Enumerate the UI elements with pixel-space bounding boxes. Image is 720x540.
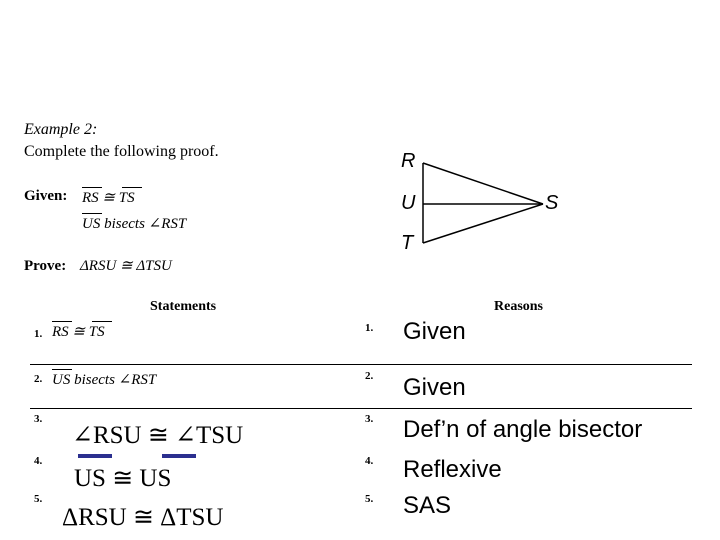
given-rs-overline <box>82 187 102 188</box>
example-title: Example 2: <box>24 121 98 138</box>
reason-number-3: 3. <box>365 413 374 425</box>
statement-3: ∠RSU ≅ ∠TSU <box>72 422 244 449</box>
reason-5: SAS <box>403 492 452 519</box>
example-instruction: Complete the following proof. <box>24 143 219 160</box>
point-label-t: T <box>401 232 414 254</box>
prove-label: Prove: <box>24 258 67 274</box>
segment-rs <box>422 162 544 205</box>
reason-4: Reflexive <box>403 456 502 483</box>
stmt4-us-bar-mark-right <box>162 454 196 458</box>
stmt4-us-bar-mark-left <box>78 454 112 458</box>
given-statement-1: RS ≅ TS <box>82 188 135 207</box>
given-ts-overline <box>122 187 142 188</box>
row-divider-2 <box>30 408 692 409</box>
point-label-r: R <box>401 150 416 172</box>
statement-5: ΔRSU ≅ ΔTSU <box>62 504 224 531</box>
reasons-header: Reasons <box>494 299 544 314</box>
statement-2: US bisects ∠RST <box>52 372 157 388</box>
given-statement-1-text: RS ≅ TS <box>82 190 135 206</box>
reason-number-1: 1. <box>365 322 374 334</box>
statement-number-4: 4. <box>34 455 43 467</box>
reason-2: Given <box>403 374 466 401</box>
statement-1: RS ≅ TS <box>52 324 105 340</box>
segment-ts <box>422 203 544 244</box>
triangle-svg <box>422 162 544 244</box>
stmt1-rs-overline <box>52 321 72 322</box>
statement-number-1: 1. <box>34 328 43 340</box>
reason-1: Given <box>403 318 466 345</box>
point-label-u: U <box>401 192 416 214</box>
statement-number-5: 5. <box>34 493 43 505</box>
given-statement-2: US bisects ∠RST <box>82 216 187 232</box>
point-label-s: S <box>545 192 559 214</box>
given-label: Given: <box>24 188 68 204</box>
statement-4: US ≅ US <box>74 465 172 492</box>
reason-number-2: 2. <box>365 370 374 382</box>
statement-number-2: 2. <box>34 373 43 385</box>
prove-statement: ΔRSU ≅ ΔTSU <box>80 258 172 274</box>
statements-header: Statements <box>150 299 217 314</box>
given-us-overline <box>82 213 102 214</box>
reason-number-5: 5. <box>365 493 374 505</box>
reason-3: Def’n of angle bisector <box>403 416 643 443</box>
stmt1-ts-overline <box>92 321 112 322</box>
stmt2-us-overline <box>52 369 72 370</box>
row-divider-1 <box>30 364 692 365</box>
statement-number-3: 3. <box>34 413 43 425</box>
triangle-diagram: R U T S <box>395 148 575 258</box>
reason-number-4: 4. <box>365 455 374 467</box>
